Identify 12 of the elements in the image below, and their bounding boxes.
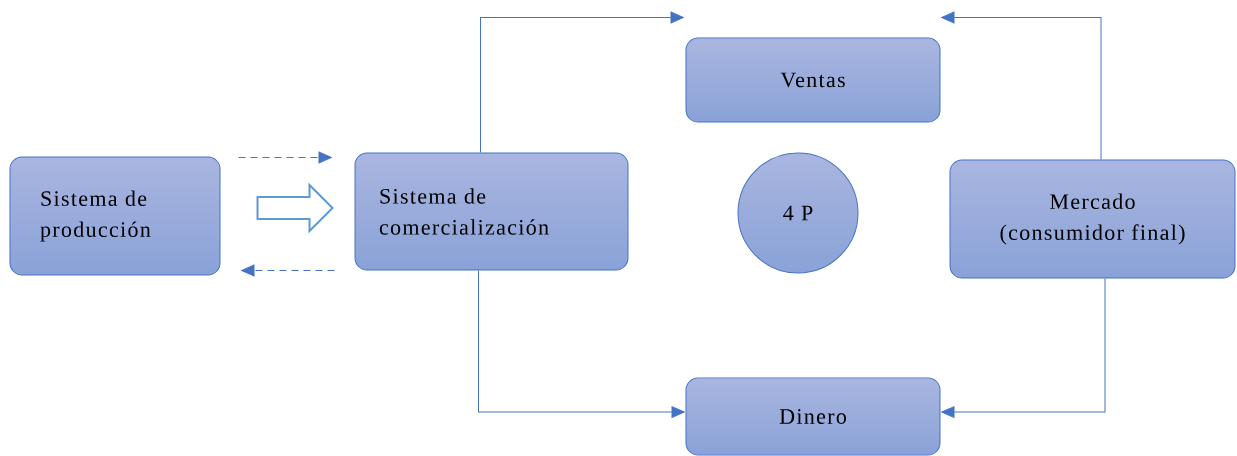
process-box: Dinero (685, 377, 941, 456)
arrow (478, 270, 685, 418)
process-box: Sistema de producción (9, 156, 221, 276)
arrow (480, 11, 684, 153)
arrow (941, 11, 1102, 160)
process-box: Sistema de comercialización (354, 152, 629, 271)
arrow (241, 264, 335, 277)
process-box: Ventas (685, 37, 941, 123)
block-arrow (256, 182, 334, 234)
process-box: Mercado (consumidor final) (949, 159, 1236, 279)
arrow (941, 278, 1106, 418)
arrow (238, 151, 332, 164)
